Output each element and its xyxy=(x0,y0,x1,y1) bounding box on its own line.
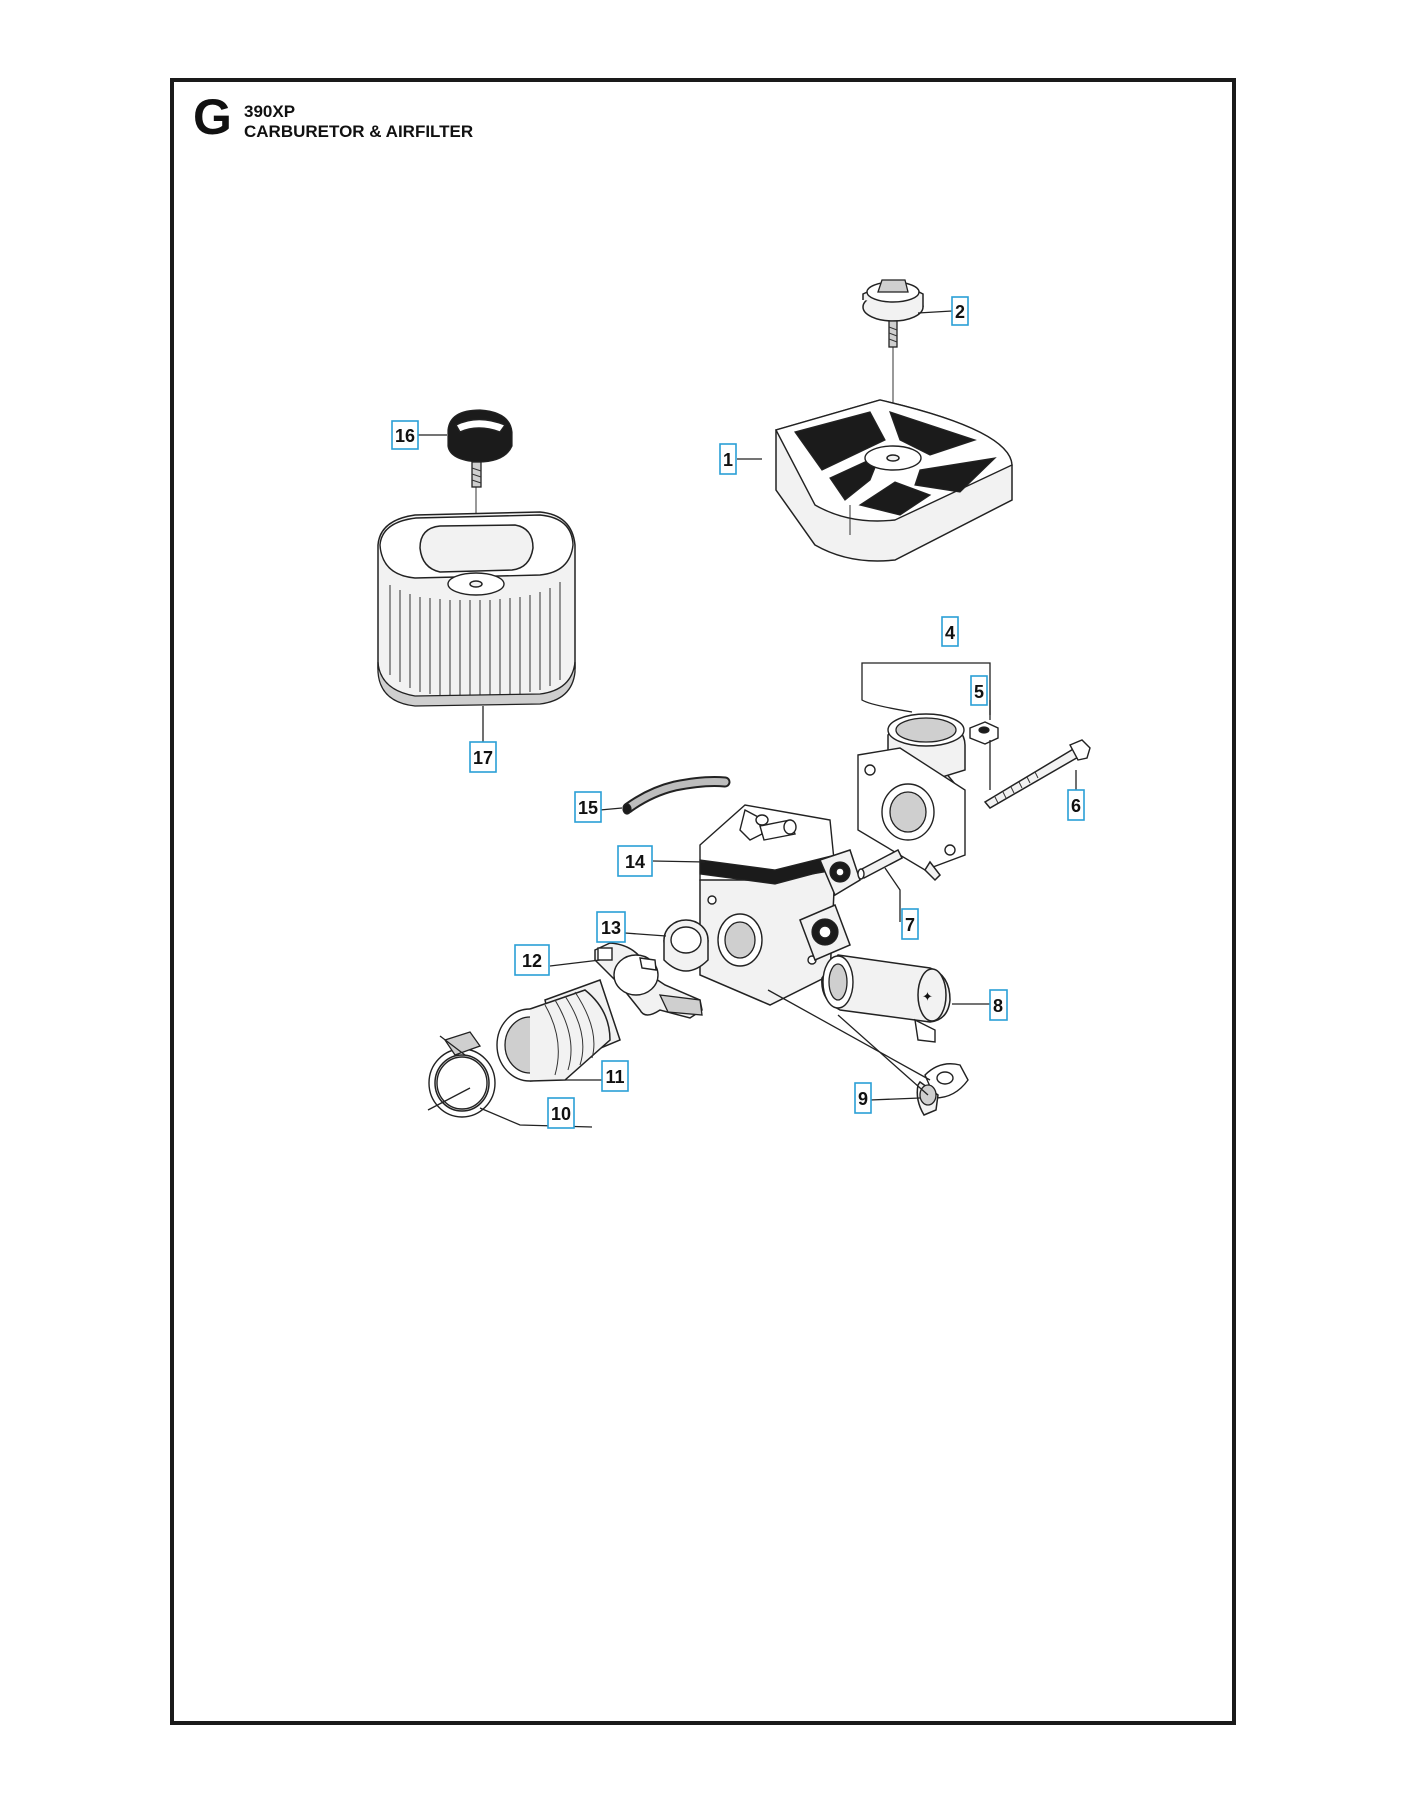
part-7-pin xyxy=(857,848,903,880)
page-frame xyxy=(170,78,1236,1725)
svg-text:10: 10 xyxy=(551,1104,571,1124)
svg-text:2: 2 xyxy=(955,302,965,322)
part-17-air-filter xyxy=(377,511,576,707)
svg-text:1: 1 xyxy=(723,450,733,470)
callout-12[interactable]: 12 xyxy=(514,944,550,976)
svg-text:7: 7 xyxy=(905,915,915,935)
part-12-clamp-bracket xyxy=(594,942,703,1019)
svg-text:11: 11 xyxy=(605,1067,624,1087)
svg-text:5: 5 xyxy=(974,682,984,702)
part-6-bolt xyxy=(983,739,1091,809)
part-14-carburetor xyxy=(699,804,861,1006)
callout-4[interactable]: 4 xyxy=(941,616,959,647)
callout-1[interactable]: 1 xyxy=(719,443,737,475)
part-2-cover-knob xyxy=(862,279,924,455)
callout-9[interactable]: 9 xyxy=(854,1082,872,1114)
callout-17[interactable]: 17 xyxy=(469,741,497,773)
part-10-hose-clamp xyxy=(427,1031,496,1118)
part-13-intake-ring xyxy=(663,919,709,972)
callout-7[interactable]: 7 xyxy=(901,908,919,940)
callout-15[interactable]: 15 xyxy=(574,791,602,823)
svg-text:8: 8 xyxy=(993,996,1003,1016)
svg-text:6: 6 xyxy=(1071,796,1081,816)
callout-10[interactable]: 10 xyxy=(547,1097,575,1129)
svg-text:13: 13 xyxy=(601,918,621,938)
callout-13[interactable]: 13 xyxy=(596,911,626,943)
part-1-filter-cover xyxy=(774,399,1013,562)
part-4-carburetor-adapter xyxy=(857,713,966,882)
callout-5[interactable]: 5 xyxy=(970,675,988,706)
page-title: CARBURETOR & AIRFILTER xyxy=(244,122,474,141)
callout-14[interactable]: 14 xyxy=(617,845,653,877)
tube-arrow-mark: ✦ xyxy=(922,989,933,1004)
part-8-tube: ✦ xyxy=(821,954,951,1043)
callout-2[interactable]: 2 xyxy=(951,296,969,326)
section-letter: G xyxy=(193,89,232,145)
svg-text:12: 12 xyxy=(522,951,542,971)
model-name: 390XP xyxy=(244,102,296,121)
callout-6[interactable]: 6 xyxy=(1067,789,1085,821)
part-11-intake-boot xyxy=(496,979,621,1082)
callout-11[interactable]: 11 xyxy=(601,1060,629,1092)
svg-text:4: 4 xyxy=(945,623,955,643)
callout-16[interactable]: 16 xyxy=(391,420,419,450)
part-5-nut xyxy=(969,721,999,745)
svg-text:15: 15 xyxy=(578,798,598,818)
part-15-fuel-hose xyxy=(622,776,731,815)
svg-text:14: 14 xyxy=(625,852,645,872)
svg-text:16: 16 xyxy=(395,426,415,446)
part-9-nipple xyxy=(916,1063,969,1116)
svg-text:9: 9 xyxy=(858,1089,868,1109)
callout-8[interactable]: 8 xyxy=(989,989,1008,1021)
svg-text:17: 17 xyxy=(473,748,493,768)
